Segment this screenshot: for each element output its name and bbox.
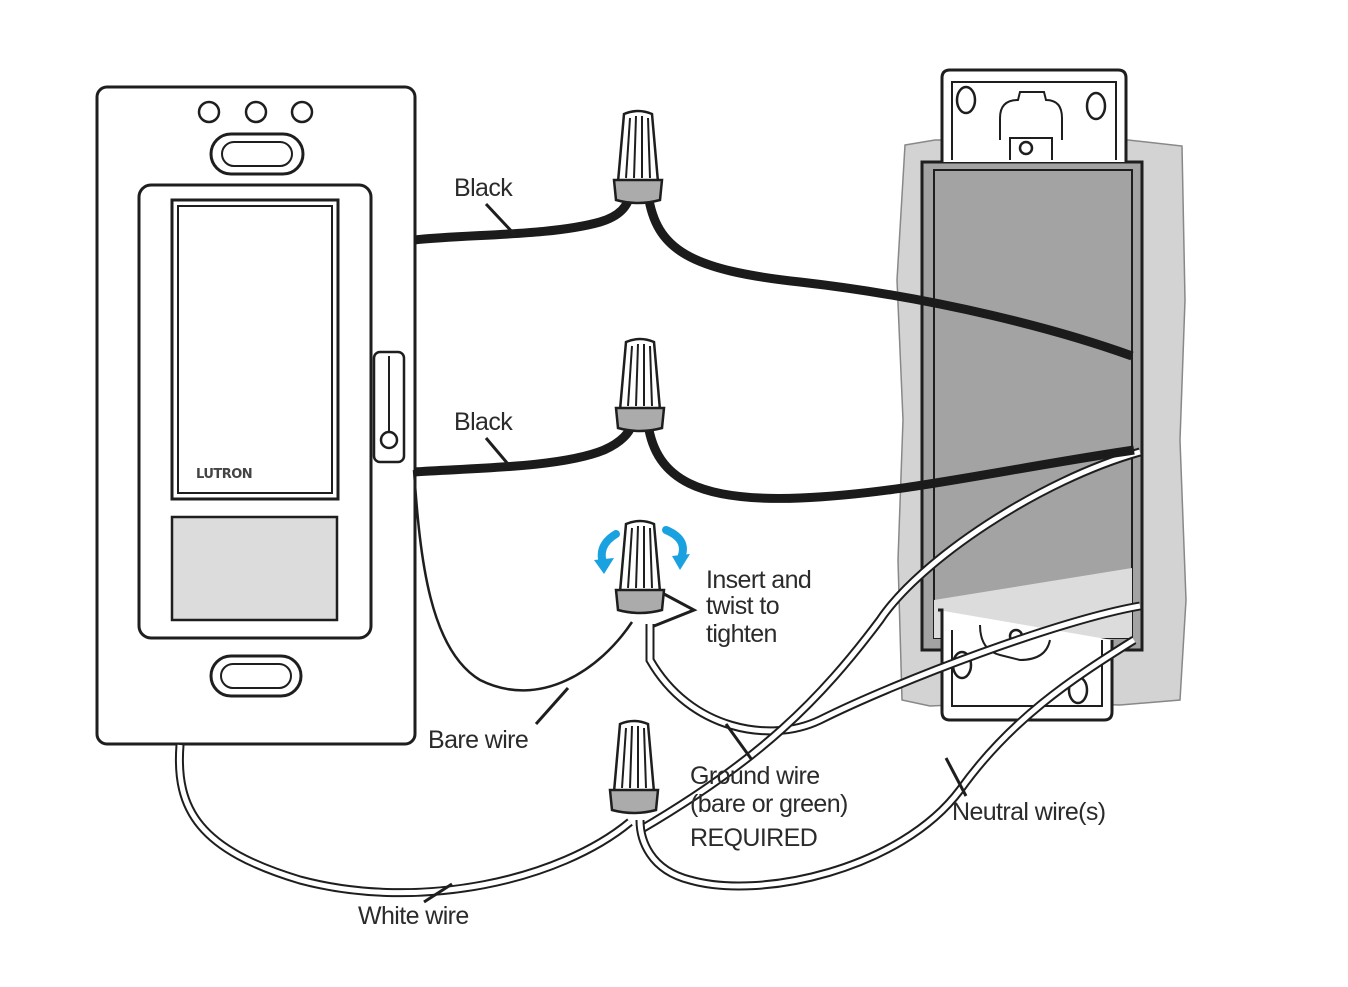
sensor-led-1	[197, 100, 221, 124]
wire-nut-middle	[614, 337, 666, 433]
label-ground-line2: (bare or green)	[690, 790, 848, 818]
white-wire	[174, 744, 633, 898]
label-insert-line1: Insert and	[706, 566, 811, 594]
wire-nut-top	[612, 109, 664, 205]
sensor-led-2	[244, 100, 268, 124]
sensor-switch: LUTRON	[95, 85, 417, 746]
black-wire-switch-bottom	[413, 422, 637, 477]
wall-box	[896, 68, 1187, 722]
switch-paddle	[170, 198, 340, 501]
black-wire-box-top	[643, 193, 1134, 361]
leader-black-top	[484, 202, 518, 238]
leader-neutral	[944, 757, 968, 797]
leader-bare-wire	[534, 687, 570, 725]
label-black-bottom: Black	[454, 408, 513, 436]
wire-nut-neutral	[608, 719, 660, 815]
label-neutral: Neutral wire(s)	[952, 798, 1106, 826]
wire-nut-ground	[614, 519, 666, 615]
bottom-screw-slot	[209, 654, 303, 698]
label-insert-line2: twist to	[706, 592, 779, 620]
label-insert-line3: tighten	[706, 620, 777, 648]
label-bare-wire: Bare wire	[428, 726, 528, 754]
bare-wire	[412, 469, 634, 692]
leader-ground-wire	[724, 723, 754, 761]
rotate-arrow-left-icon	[594, 530, 620, 574]
sensor-lens	[170, 515, 339, 622]
black-wire-switch-top	[413, 192, 635, 245]
rotate-arrow-right-icon	[662, 526, 690, 570]
top-screw-slot	[209, 132, 305, 176]
black-wire-box-bottom	[643, 423, 1135, 503]
label-white-wire: White wire	[358, 902, 469, 930]
box-interior	[920, 160, 1144, 652]
brand-logo: LUTRON	[196, 467, 252, 482]
box-top-ear	[922, 68, 1142, 164]
label-black-top: Black	[454, 174, 513, 202]
label-ground-line1: Ground wire	[690, 762, 820, 790]
leader-white-wire	[423, 882, 453, 904]
label-ground-line3: REQUIRED	[690, 824, 817, 852]
leader-black-bottom	[484, 437, 510, 465]
leader-insert-twist	[653, 592, 698, 628]
sensor-led-3	[290, 100, 314, 124]
